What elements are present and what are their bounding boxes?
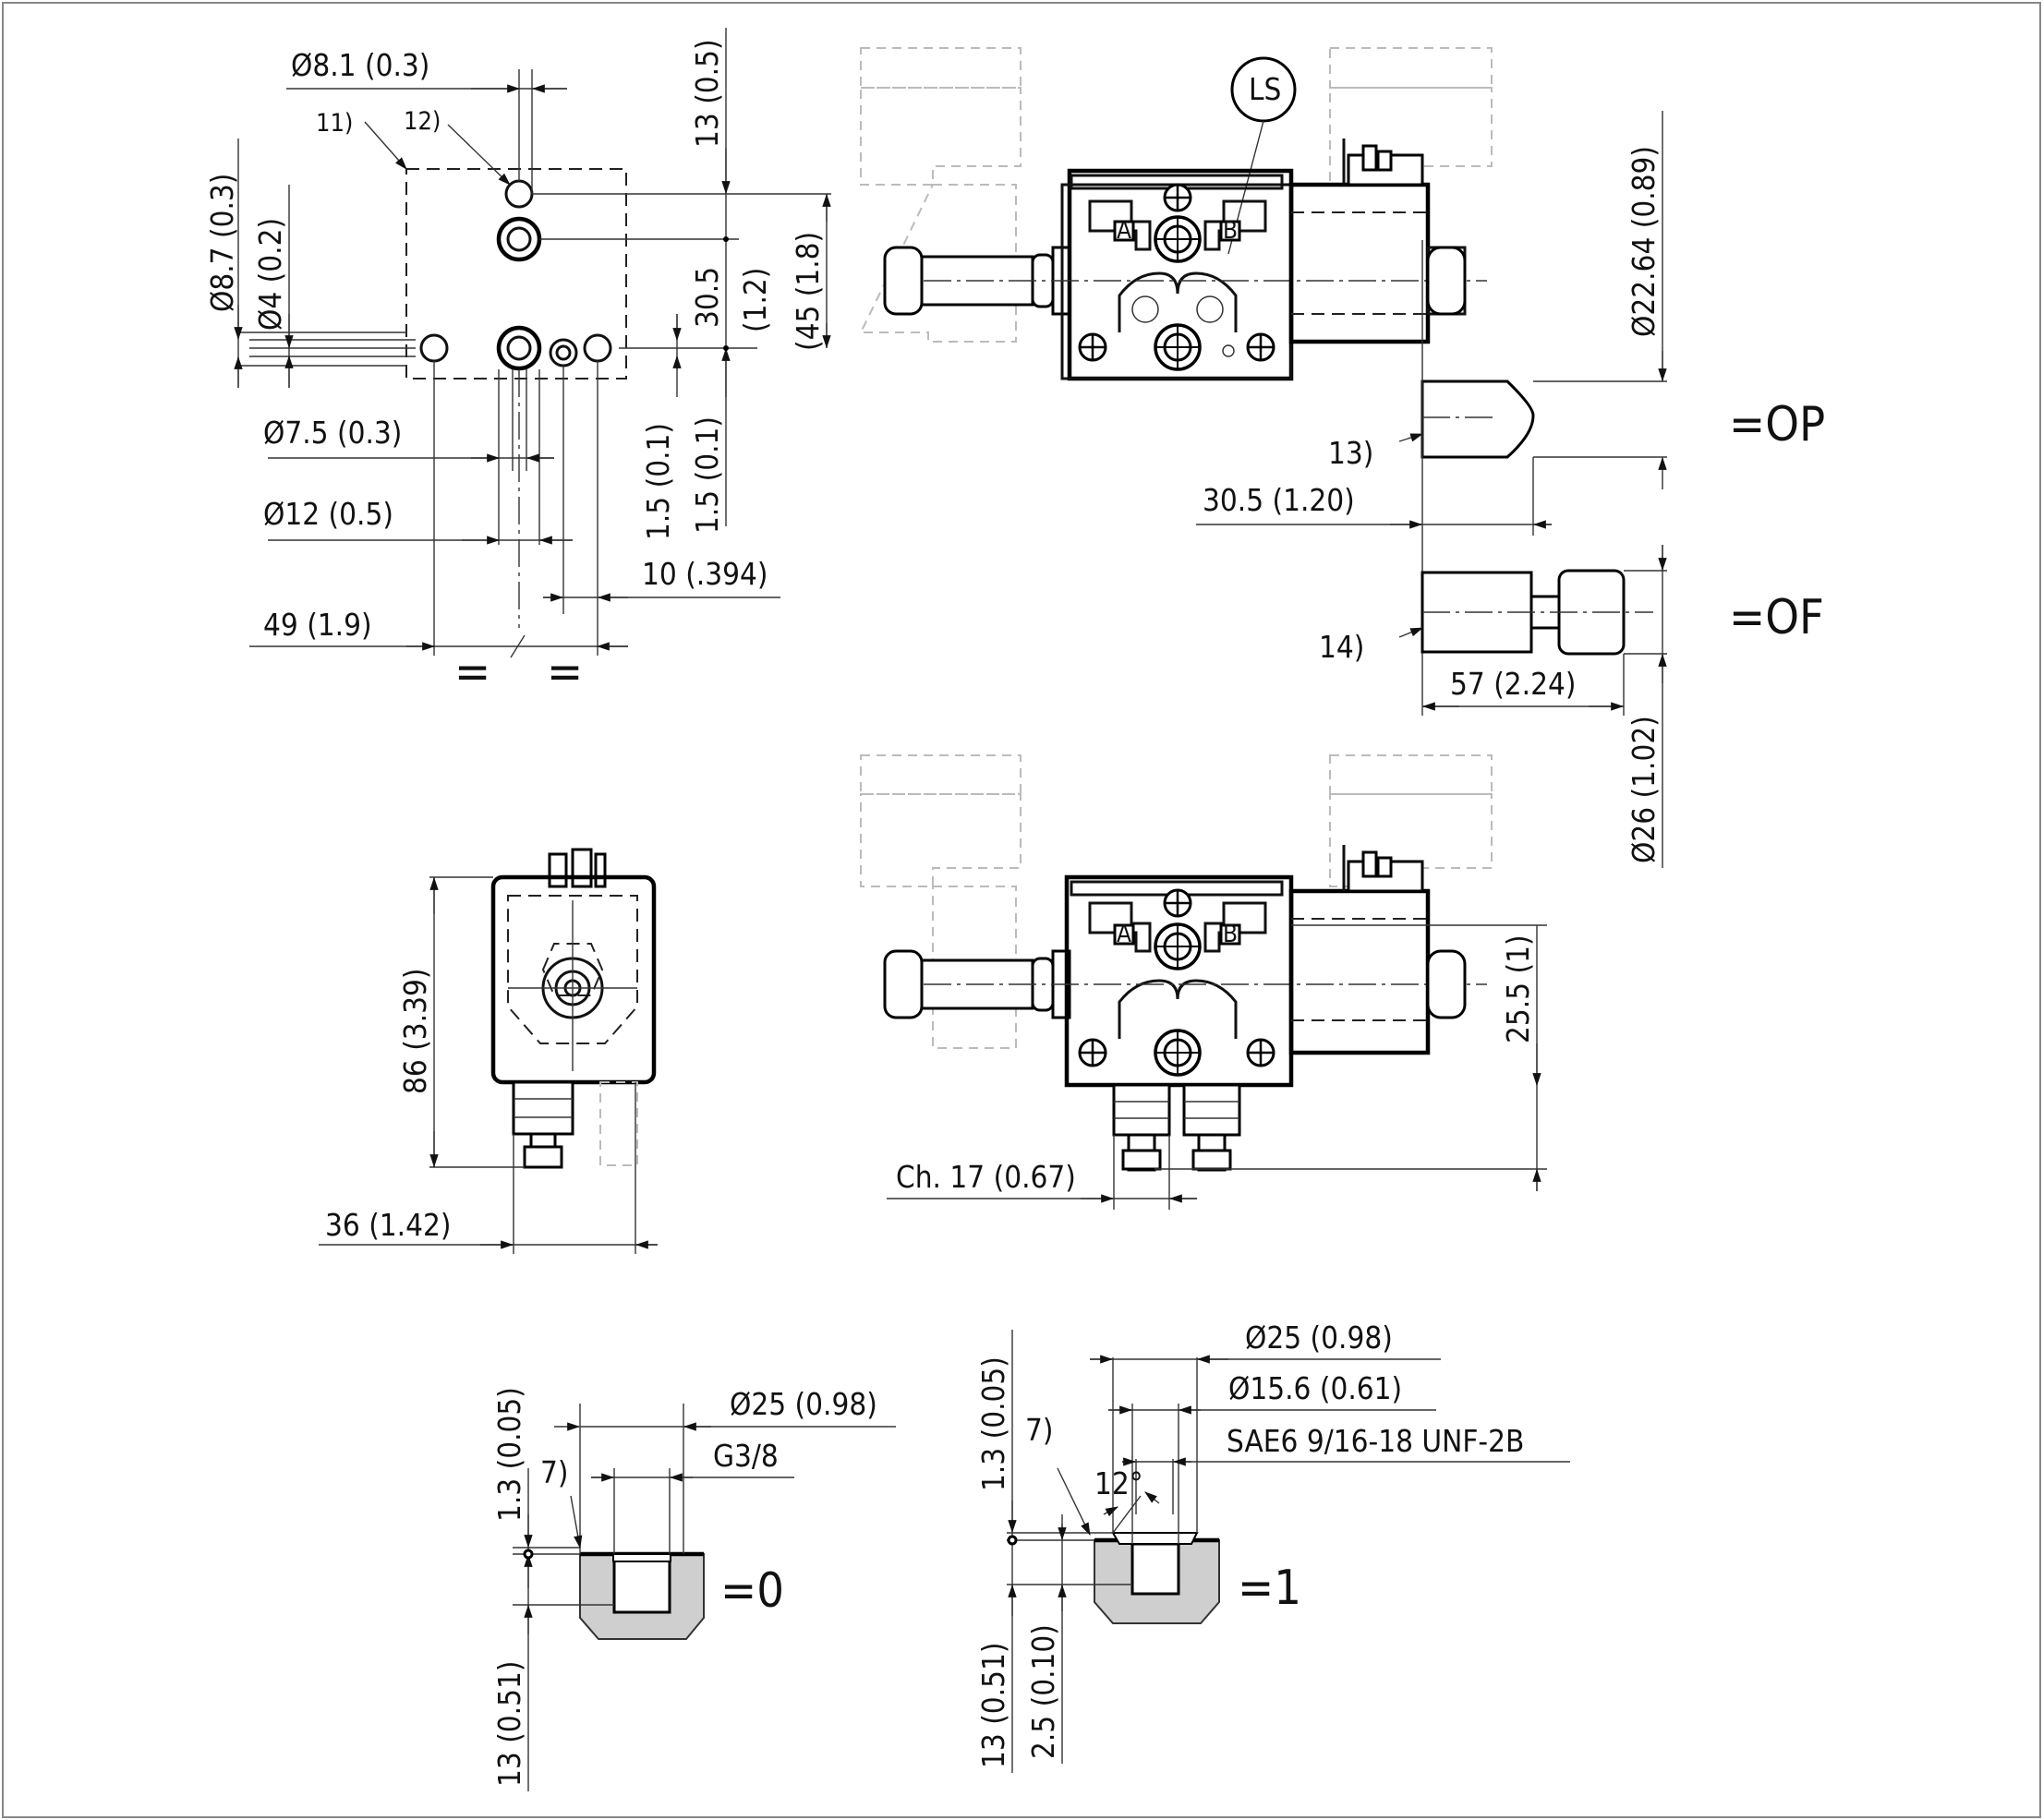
dim-1-5-b: 1.5 (0.1) — [689, 416, 725, 534]
dim-1-5-a: 1.5 (0.1) — [640, 423, 676, 540]
dim-d81: Ø8.1 (0.3) — [291, 47, 429, 83]
dim-d87: Ø8.7 (0.3) — [204, 174, 240, 312]
equal-mark-left: = — [454, 645, 490, 700]
dim-57: 57 (2.24) — [1450, 666, 1576, 702]
side-view — [319, 848, 658, 1254]
dim-86: 86 (3.39) — [397, 969, 433, 1094]
code-op: =OP — [1729, 397, 1825, 452]
mounting-interface-view: Ø8.1 (0.3) 11) 12) Ø8.7 (0.3) Ø4 (0.2) Ø… — [204, 28, 831, 700]
code-1: =1 — [1238, 1561, 1301, 1616]
detail-port-0 — [513, 1404, 896, 1791]
note-14: 14) — [1319, 629, 1364, 665]
port-b-label-top: B — [1223, 217, 1238, 245]
dim-d75: Ø7.5 (0.3) — [263, 415, 402, 451]
dim-1-3-a: 1.3 (0.05) — [491, 1387, 527, 1522]
code-0: =0 — [720, 1563, 784, 1619]
code-of: =OF — [1729, 590, 1824, 645]
dim-30-5-horizontal: 30.5 (1.20) — [1203, 482, 1355, 518]
angle-12: 12° — [1094, 1465, 1143, 1501]
detail-port-1 — [1007, 1330, 1570, 1773]
note-13: 13) — [1328, 435, 1373, 471]
dim-d25-a: Ø25 (0.98) — [730, 1386, 877, 1422]
dim-13-a: 13 (0.51) — [491, 1661, 527, 1787]
dim-d25-b: Ø25 (0.98) — [1245, 1320, 1393, 1356]
dim-d12: Ø12 (0.5) — [263, 496, 393, 532]
valve-assembly-front: A B — [860, 754, 1547, 1210]
note-7-b: 7) — [1025, 1412, 1053, 1448]
note-12: 12) — [404, 107, 441, 136]
label-ls: LS — [1249, 71, 1281, 107]
dim-d22-64: Ø22.64 (0.89) — [1626, 146, 1662, 337]
dim-ch-17: Ch. 17 (0.67) — [896, 1159, 1076, 1195]
dim-36: 36 (1.42) — [325, 1207, 451, 1243]
dim-49: 49 (1.9) — [263, 607, 372, 643]
dim-d26: Ø26 (1.02) — [1626, 716, 1662, 863]
dim-1-3-b: 1.3 (0.05) — [975, 1356, 1011, 1491]
thread-g38: G3/8 — [713, 1438, 779, 1474]
dim-13-top: 13 (0.5) — [689, 39, 725, 148]
port-a-label-front: A — [1117, 921, 1131, 948]
dim-d4: Ø4 (0.2) — [252, 218, 288, 331]
dim-25-5: 25.5 (1) — [1500, 934, 1536, 1043]
note-7-a: 7) — [540, 1454, 568, 1490]
equal-mark-right: = — [547, 645, 583, 700]
variant-op-of — [1196, 111, 1667, 868]
port-b-label-front: B — [1223, 921, 1238, 948]
dim-13-b: 13 (0.51) — [975, 1643, 1011, 1768]
dim-30-5-vertical: 30.5 — [689, 267, 725, 328]
note-11: 11) — [316, 109, 353, 138]
dim-10: 10 (.394) — [642, 556, 768, 592]
dim-2-5: 2.5 (0.10) — [1025, 1624, 1061, 1759]
thread-sae6: SAE6 9/16-18 UNF-2B — [1227, 1423, 1524, 1459]
dim-d15-6: Ø15.6 (0.61) — [1228, 1370, 1402, 1406]
dim-1-2: (1.2) — [737, 268, 773, 332]
dim-45: (45 (1.8) — [790, 232, 826, 351]
valve-assembly-top: A B — [859, 47, 1493, 381]
port-a-label-top: A — [1117, 217, 1131, 245]
